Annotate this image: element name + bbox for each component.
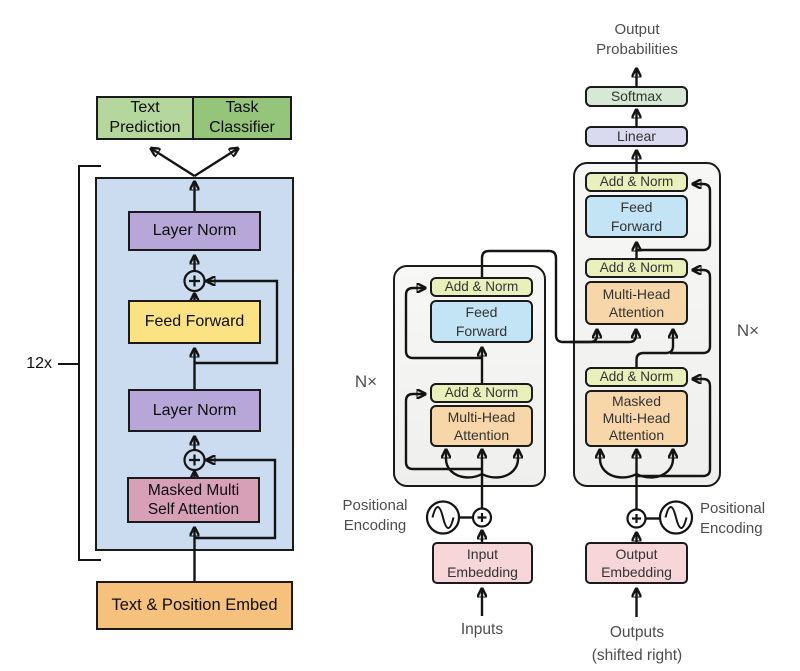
positional-encoding-icon [425, 500, 461, 535]
right-diagram-wires [404, 70, 712, 617]
positional-encoding-icon [658, 500, 694, 535]
add-icon [183, 448, 206, 472]
add-icon [183, 269, 206, 293]
left-diagram-wires [152, 149, 279, 581]
repeat-bracket [58, 165, 101, 561]
add-icon [626, 508, 647, 529]
add-icon [471, 507, 493, 528]
